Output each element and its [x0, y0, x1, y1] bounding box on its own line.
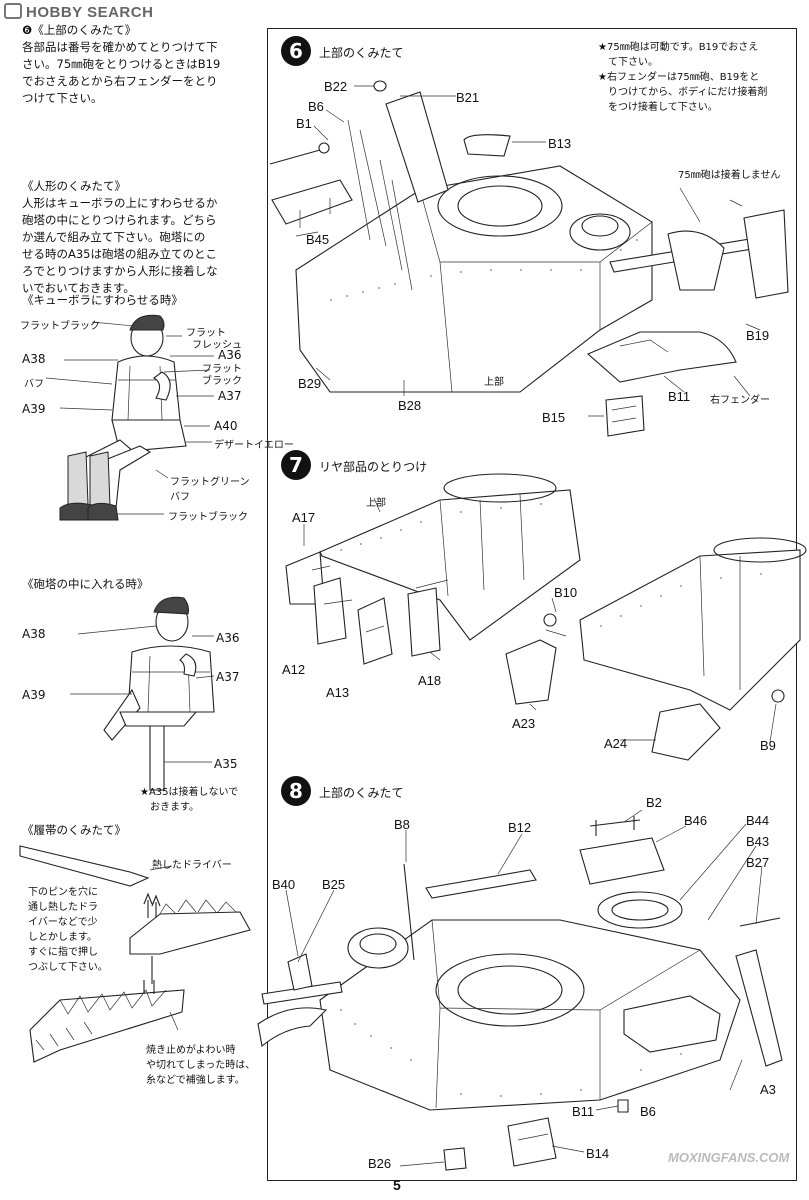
step6-b13: B13 — [548, 136, 572, 151]
step8-b27: B27 — [746, 855, 770, 870]
step8-b8: B8 — [394, 817, 410, 832]
color-flat-green: フラットグリーン — [170, 477, 250, 488]
track-weak-note: 焼き止めがよわい時 や切れてしまった時は、 糸などで補強します。 — [146, 1045, 256, 1086]
step7-a13: A13 — [326, 685, 350, 700]
step-6-title: 上部のくみたて — [319, 46, 404, 60]
step8-b40: B40 — [272, 877, 296, 892]
step-8-number: 8 — [281, 776, 311, 806]
step6-b29: B29 — [298, 376, 322, 391]
step-7-title: リヤ部品のとりつけ — [319, 460, 428, 474]
fig2-part-a35: A35 — [214, 757, 238, 771]
color-buff-2: バフ — [170, 492, 190, 503]
step7-a24: A24 — [604, 736, 628, 751]
step7-a17: A17 — [292, 510, 316, 525]
hot-driver-label: 熱したドライバー — [152, 860, 232, 871]
step-6-notes: ★75㎜砲は可動です。B19でおさえ て下さい。 ★右フェンダーは75㎜砲、B1… — [598, 42, 768, 113]
step8-b25: B25 — [322, 877, 346, 892]
part-a38: A38 — [22, 352, 46, 366]
color-desert-yellow: デザートイエロー — [214, 440, 294, 451]
step-7-rear-drawing — [285, 473, 807, 761]
step6-b21: B21 — [456, 90, 480, 105]
step-8-title: 上部のくみたて — [319, 786, 404, 800]
turret-figure-drawing — [70, 596, 215, 791]
step8-b12: B12 — [508, 820, 532, 835]
step6-fender-label: 右フェンダー — [710, 395, 770, 406]
step-6-number: 6 — [281, 36, 311, 66]
step7-upper-label: 上部 — [366, 498, 386, 509]
color-buff: バフ — [24, 379, 44, 390]
fig2-part-a39: A39 — [22, 688, 46, 702]
part-a39: A39 — [22, 402, 46, 416]
upper-assembly-notes: ❻《上部のくみたて》 各部品は番号を確かめてとりつけて下 さい。75㎜砲をとりつ… — [22, 23, 221, 105]
track-pin-note: 下のピンを穴に 通し熱したドラ イバーなどで少 しとかします。 すぐに指で押し … — [28, 887, 108, 973]
step6-b19: B19 — [746, 328, 770, 343]
step8-b26: B26 — [368, 1156, 392, 1171]
step-6-hull-drawing — [269, 80, 789, 437]
step8-b6: B6 — [640, 1104, 656, 1119]
page-number: 5 — [393, 1177, 401, 1193]
step6-b28: B28 — [398, 398, 422, 413]
step-7-number: 7 — [281, 450, 311, 480]
step6-b6: B6 — [308, 99, 324, 114]
step7-b9: B9 — [760, 738, 776, 753]
step6-b22: B22 — [324, 79, 348, 94]
step6-upper-label: 上部 — [484, 377, 504, 388]
step6-b1: B1 — [296, 116, 312, 131]
step7-a12: A12 — [282, 662, 306, 677]
seated-figure-drawing — [45, 314, 214, 521]
color-flat-black-mid-2: ブラック — [202, 376, 242, 387]
figure2-title: 《砲塔の中に入れる時》 — [22, 577, 149, 591]
part-a40: A40 — [214, 419, 238, 433]
step6-b45: B45 — [306, 232, 330, 247]
part-a36: A36 — [218, 348, 242, 362]
fig2-note: ★A35は接着しないで おきます。 — [140, 787, 239, 813]
step7-a23: A23 — [512, 716, 536, 731]
color-flat-black-mid-1: フラット — [202, 364, 242, 375]
step8-b46: B46 — [684, 813, 708, 828]
fig2-part-a37: A37 — [216, 670, 240, 684]
logo-icon — [4, 3, 22, 19]
fig2-part-a38: A38 — [22, 627, 46, 641]
step7-b10: B10 — [554, 585, 578, 600]
step7-a18: A18 — [418, 673, 442, 688]
color-flat-flesh-2: フレッシュ — [192, 340, 242, 351]
step8-b11: B11 — [572, 1104, 595, 1119]
site-logo: HOBBY SEARCH — [4, 3, 153, 21]
track-title: 《履帯のくみたて》 — [22, 823, 126, 837]
part-a37: A37 — [218, 389, 242, 403]
fig2-part-a36: A36 — [216, 631, 240, 645]
step6-b11: B11 — [668, 389, 691, 404]
step6-gun-note: 75㎜砲は接着しません — [678, 170, 781, 181]
step8-a3: A3 — [760, 1082, 776, 1097]
step8-b44: B44 — [746, 813, 770, 828]
color-flat-black-bottom: フラットブラック — [168, 512, 248, 523]
step6-b15: B15 — [542, 410, 566, 425]
color-flat-flesh-1: フラット — [186, 328, 226, 339]
step8-b14: B14 — [586, 1146, 610, 1161]
step8-b2: B2 — [646, 795, 662, 810]
color-flat-black-top: フラットブラック — [20, 321, 100, 332]
track-assembly-drawing — [19, 845, 251, 1063]
figure-assembly-notes: 《人形のくみたて》 人形はキューボラの上にすわらせるか 砲塔の中にとりつけられま… — [22, 179, 218, 295]
step8-b43: B43 — [746, 834, 770, 849]
figure1-title: 《キューボラにすわらせる時》 — [22, 293, 183, 307]
watermark: MOXINGFANS.COM — [668, 1150, 790, 1165]
